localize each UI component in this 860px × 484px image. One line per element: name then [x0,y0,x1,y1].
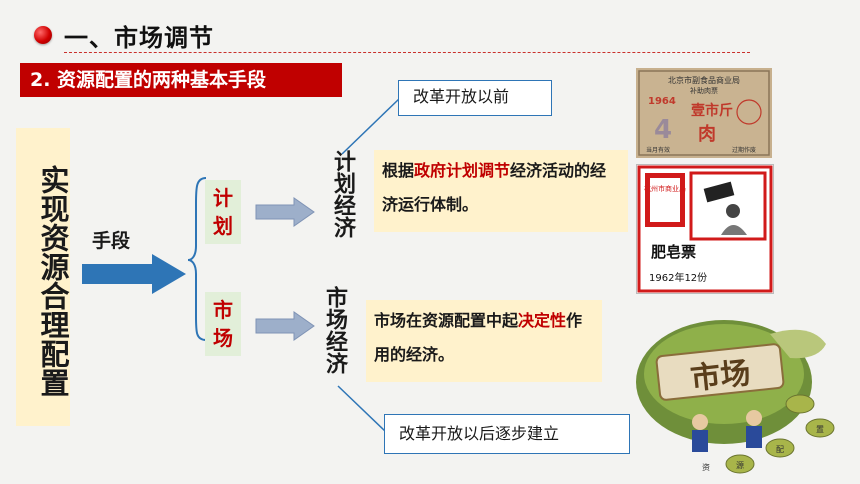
plan-economy-definition: 根据政府计划调节经济活动的经济运行体制。 [374,150,628,232]
market-note-connector [337,385,387,433]
definition-text: 经济活动的经济运行体制。 [382,161,607,214]
plan-arrow-icon [255,197,315,227]
goal-text: 实现资源合理配置 [36,165,70,397]
bowl-label: 配 [776,445,784,454]
market-economy-label: 市场经济 [322,286,347,374]
market-cartoon-image: 市场 置 配 源 资 [620,300,852,476]
ticket-sub: 补助肉票 [690,86,718,95]
means-arrow-icon [82,254,186,294]
ticket-left-foot: 当月有效 [646,146,670,154]
market-arrow-icon [255,311,315,341]
before-reform-note: 改革开放以前 [398,80,552,116]
svg-text:4: 4 [654,115,672,145]
definition-text: 市场在资源配置中起 [374,311,519,330]
brace-icon [187,177,207,341]
ticket-item: 肉 [698,123,716,145]
definition-text: 作用的经济。 [374,311,583,364]
market-method-box: 市场 [205,292,241,356]
ticket-amount: 壹市斤 [691,102,733,119]
market-economy-definition: 市场在资源配置中起决定性作用的经济。 [366,300,602,382]
bowl-label: 源 [736,461,744,470]
meat-ration-ticket-image: 北京市副食品商业局 补助肉票 1964 壹市斤 4 肉 当月有效 过期作废 [636,68,772,158]
definition-highlight: 政府计划调节 [414,161,511,180]
page-title: 一、市场调节 [64,24,214,52]
market-word: 市场 [689,356,752,397]
plan-method-box: 计划 [205,180,241,244]
after-reform-note: 改革开放以后逐步建立 [384,414,630,454]
soap-ration-ticket-image: 杭州市商业局 肥皂票 1962年12份 [636,164,774,294]
ticket-date: 1962年12份 [649,271,707,284]
plan-economy-label: 计划经济 [330,150,355,238]
ticket-year: 1964 [648,96,676,107]
ticket-right-foot: 过期作废 [732,146,756,154]
definition-text: 根据 [382,161,415,180]
ticket-header: 北京市副食品商业局 [668,75,740,85]
plan-note-connector [341,97,401,155]
definition-highlight: 决定性 [518,311,567,330]
means-label: 手段 [92,230,131,252]
bowl-label: 置 [816,425,824,434]
section-subtitle: 2. 资源配置的两种基本手段 [20,63,342,97]
title-bullet-icon [34,26,52,44]
goal-box [16,128,70,426]
bowl-group: 置 配 源 资 [702,394,835,474]
title-divider [64,52,750,53]
ticket-name: 肥皂票 [651,243,696,261]
bowl-label: 资 [702,462,710,472]
stamp-text: 杭州市商业局 [644,184,686,193]
